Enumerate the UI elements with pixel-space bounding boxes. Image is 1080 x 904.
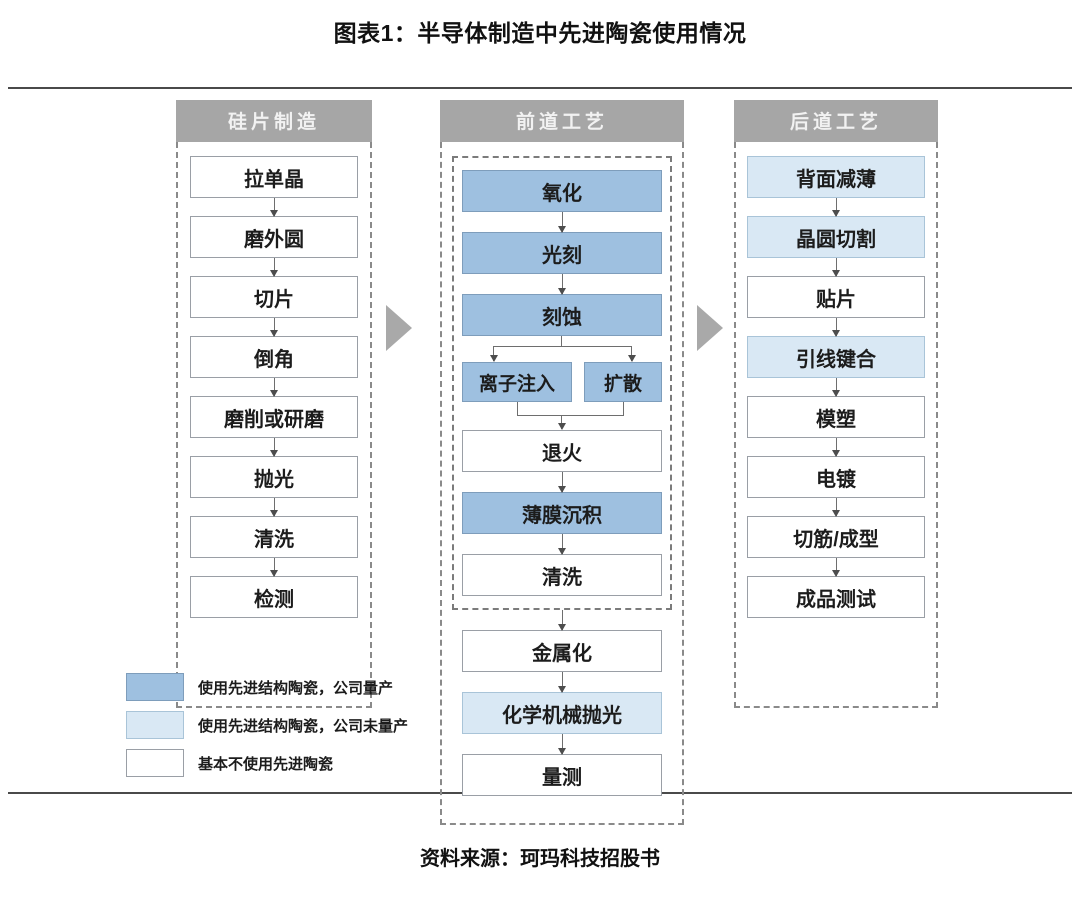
connector-arrow: [270, 198, 278, 217]
node-li-zi-zhu-ru[interactable]: 离子注入: [462, 362, 572, 402]
node-pao-guang[interactable]: 抛光: [190, 456, 358, 498]
legend-swatch-strong: [126, 673, 184, 701]
column-wafer-manufacturing: 硅片制造 拉单晶 磨外圆 切片 倒角 磨削或研磨 抛光 清洗 检测: [176, 100, 372, 708]
node-qing-xi-front[interactable]: 清洗: [462, 554, 662, 596]
connector-arrow: [558, 672, 566, 693]
node-hua-xue-ji-xie-pao-guang[interactable]: 化学机械抛光: [462, 692, 662, 734]
legend-swatch-none: [126, 749, 184, 777]
connector-arrow: [270, 558, 278, 577]
node-qie-pian[interactable]: 切片: [190, 276, 358, 318]
column-header-back-end-process: 后道工艺: [734, 100, 938, 142]
connector-arrow: [832, 558, 840, 577]
column-front-end-process: 前道工艺 氧化 光刻 刻蚀 离子注入 扩散: [440, 100, 684, 825]
legend-item-no-ceramics: 基本不使用先进陶瓷: [126, 748, 408, 778]
stage-arrow-icon-2: [697, 305, 723, 351]
column-body-front-end-process: 氧化 光刻 刻蚀 离子注入 扩散 退火: [440, 142, 684, 825]
connector-arrow: [270, 258, 278, 277]
branch-row: 离子注入 扩散: [462, 362, 662, 402]
connector-arrow: [832, 258, 840, 277]
connector-arrow: [832, 438, 840, 457]
column-body-back-end-process: 背面减薄 晶圆切割 贴片 引线键合 模塑 电镀 切筋/成型 成品测试: [734, 142, 938, 708]
column-back-end-process: 后道工艺 背面减薄 晶圆切割 贴片 引线键合 模塑 电镀 切筋/成型 成品测试: [734, 100, 938, 708]
connector-arrow: [832, 318, 840, 337]
top-divider: [8, 87, 1072, 89]
stage-arrow-icon-1: [386, 305, 412, 351]
node-bei-mian-jian-bao[interactable]: 背面减薄: [747, 156, 925, 198]
column-header-wafer-manufacturing: 硅片制造: [176, 100, 372, 142]
node-jing-yuan-qie-ge[interactable]: 晶圆切割: [747, 216, 925, 258]
node-la-dan-jing[interactable]: 拉单晶: [190, 156, 358, 198]
branch-split-connector: [462, 336, 662, 362]
connector-arrow: [270, 438, 278, 457]
node-liang-ce[interactable]: 量测: [462, 754, 662, 796]
node-tui-huo[interactable]: 退火: [462, 430, 662, 472]
legend-swatch-light: [126, 711, 184, 739]
node-cheng-pin-ce-shi[interactable]: 成品测试: [747, 576, 925, 618]
connector-arrow: [558, 274, 566, 295]
connector-arrow: [270, 498, 278, 517]
node-jin-shu-hua[interactable]: 金属化: [462, 630, 662, 672]
node-qie-jin-cheng-xing[interactable]: 切筋/成型: [747, 516, 925, 558]
legend-label-no-ceramics: 基本不使用先进陶瓷: [198, 755, 334, 773]
legend-item-mass-production: 使用先进结构陶瓷，公司量产: [126, 672, 408, 702]
node-guang-ke[interactable]: 光刻: [462, 232, 662, 274]
connector-arrow: [270, 378, 278, 397]
node-tie-pian[interactable]: 贴片: [747, 276, 925, 318]
legend-item-not-mass-production: 使用先进结构陶瓷，公司未量产: [126, 710, 408, 740]
node-qing-xi[interactable]: 清洗: [190, 516, 358, 558]
connector-arrow: [558, 610, 566, 631]
node-ke-shi[interactable]: 刻蚀: [462, 294, 662, 336]
connector-arrow: [832, 378, 840, 397]
figure-title: 图表1：半导体制造中先进陶瓷使用情况: [333, 20, 747, 46]
node-kuo-san[interactable]: 扩散: [584, 362, 662, 402]
connector-arrow: [832, 498, 840, 517]
legend: 使用先进结构陶瓷，公司量产 使用先进结构陶瓷，公司未量产 基本不使用先进陶瓷: [126, 672, 408, 786]
legend-label-mass-production: 使用先进结构陶瓷，公司量产: [198, 679, 394, 697]
node-dian-du[interactable]: 电镀: [747, 456, 925, 498]
node-bao-mo-chen-ji[interactable]: 薄膜沉积: [462, 492, 662, 534]
node-mo-su[interactable]: 模塑: [747, 396, 925, 438]
branch-merge-connector: [462, 402, 662, 430]
node-mo-xiao-huo-yan-mo[interactable]: 磨削或研磨: [190, 396, 358, 438]
node-dao-jiao[interactable]: 倒角: [190, 336, 358, 378]
column-body-wafer-manufacturing: 拉单晶 磨外圆 切片 倒角 磨削或研磨 抛光 清洗 检测: [176, 142, 372, 708]
connector-arrow: [558, 472, 566, 493]
figure-source: 资料来源：珂玛科技招股书: [420, 848, 660, 870]
node-jian-ce[interactable]: 检测: [190, 576, 358, 618]
node-mo-wai-yuan[interactable]: 磨外圆: [190, 216, 358, 258]
subgroup-wafer-fab-loop: 氧化 光刻 刻蚀 离子注入 扩散 退火: [452, 156, 672, 610]
column-header-front-end-process: 前道工艺: [440, 100, 684, 142]
node-yang-hua[interactable]: 氧化: [462, 170, 662, 212]
connector-arrow: [558, 734, 566, 755]
connector-arrow: [558, 534, 566, 555]
connector-arrow: [270, 318, 278, 337]
node-yin-xian-jian-he[interactable]: 引线键合: [747, 336, 925, 378]
connector-arrow: [558, 212, 566, 233]
legend-label-not-mass-production: 使用先进结构陶瓷，公司未量产: [198, 717, 409, 735]
connector-arrow: [832, 198, 840, 217]
